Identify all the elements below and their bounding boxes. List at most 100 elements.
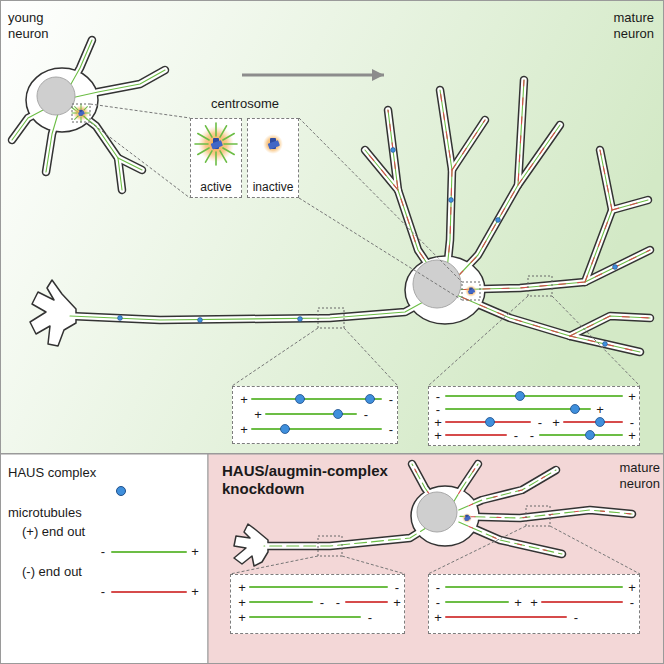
end-sign: - — [509, 428, 523, 444]
label-text: centrosome — [200, 96, 290, 112]
text-slot: + — [625, 389, 639, 405]
aster-rays — [72, 104, 90, 122]
knockdown-neuron-part — [417, 492, 457, 532]
text-slot: inactive — [249, 180, 297, 195]
text-slot: - — [509, 428, 523, 444]
growth-cone — [30, 280, 76, 346]
knockdown-axon-microtubules-part — [346, 601, 387, 603]
end-sign: + — [625, 580, 639, 596]
knockdown-dendrite-microtubules-part — [428, 574, 640, 634]
text-slot: young neuron — [8, 10, 64, 42]
active-centrosome — [190, 118, 242, 198]
knockdown-neuron-part — [412, 464, 632, 554]
end-sign: + — [237, 392, 251, 408]
text-slot: mature neuron — [598, 10, 654, 42]
end-sign: + — [527, 595, 541, 611]
young-neuron-part — [12, 40, 165, 190]
text-slot: + — [527, 595, 541, 611]
haus-dots-part — [571, 405, 580, 414]
text-slot: - — [384, 392, 398, 408]
text-slot: + — [235, 610, 249, 626]
microtubule-inset: +-+--++- — [230, 574, 405, 634]
haus-dots-part — [198, 318, 203, 323]
text-slot: + — [431, 610, 445, 626]
end-sign: - — [96, 584, 110, 600]
haus-dots-part — [496, 218, 501, 223]
inactive-centrosome-part — [268, 138, 280, 149]
dendrite-microtubules-part — [564, 421, 622, 423]
aster-rays-part — [223, 134, 234, 141]
microtubule-inset: -+-++-+-+--+ — [428, 386, 640, 446]
end-sign: - — [331, 595, 345, 611]
text-slot: - — [431, 580, 445, 596]
text-slot: + — [593, 402, 607, 418]
node-text: mature neuron — [598, 10, 654, 42]
knockdown-axon-microtubules-part — [250, 616, 360, 618]
node-text: inactive — [249, 180, 297, 195]
aster-rays-part — [84, 107, 88, 111]
end-sign: + — [431, 428, 445, 444]
end-sign: - — [390, 580, 404, 596]
end-sign: - — [431, 595, 445, 611]
knockdown-panel-ground — [208, 454, 664, 664]
aster-rays-part — [72, 113, 77, 114]
text-slot: - — [96, 584, 110, 600]
mature-neuron-part — [468, 287, 475, 294]
aster-rays-part — [215, 152, 217, 165]
zoom-leader — [428, 526, 526, 574]
axon-microtubules-part — [252, 398, 381, 400]
text-slot: - — [384, 422, 398, 438]
node-text: mature neuron — [604, 460, 660, 492]
haus-dots — [118, 148, 618, 347]
text-slot: microtubules — [8, 505, 128, 521]
haus-dots-part — [516, 392, 525, 401]
dendrite-microtubules — [428, 386, 640, 446]
haus-dots — [486, 392, 605, 440]
zoom-leader — [90, 104, 190, 118]
centrosome-inset: inactive — [247, 118, 299, 198]
inactive-centrosome-part — [263, 134, 283, 154]
axon-microtubules-part — [232, 386, 398, 444]
label-text: microtubules — [8, 505, 128, 521]
text-slot: + — [237, 422, 251, 438]
knockdown-neuron-part — [264, 516, 445, 546]
aster-rays-part — [223, 148, 234, 155]
knockdown-axon-microtubules-part — [250, 586, 387, 588]
text-slot: - — [390, 580, 404, 596]
text-slot: + — [625, 428, 639, 444]
text-slot: - — [331, 595, 345, 611]
aster-rays-part — [206, 126, 213, 137]
haus-dots-part — [596, 418, 605, 427]
legend-panel — [1, 454, 209, 664]
knockdown-dendrite-microtubules-part — [446, 616, 566, 618]
knockdown-neuron-part — [412, 464, 632, 554]
active-centrosome-part — [211, 138, 223, 149]
dendrite-microtubules-part — [446, 408, 590, 410]
axon-microtubules — [232, 386, 398, 444]
haus-dots-part — [586, 431, 595, 440]
microtubule-inset: +-+-+- — [232, 386, 398, 444]
aster-rays-part — [75, 116, 79, 120]
young-neuron-part — [12, 40, 165, 190]
aster-rays-part — [215, 123, 217, 136]
microtubule-inset: -+-++-+- — [428, 574, 640, 634]
end-sign: - — [96, 544, 110, 560]
aster-rays-part — [75, 107, 79, 111]
zoom-leader — [428, 296, 528, 386]
text-slot: active — [192, 180, 240, 195]
end-sign: + — [235, 580, 249, 596]
end-sign: + — [511, 595, 525, 611]
text-slot: - — [625, 595, 639, 611]
haus-dots-part — [603, 342, 608, 347]
mature-neuron-part — [365, 80, 650, 352]
end-sign: + — [593, 402, 607, 418]
text-slot: + — [188, 584, 202, 600]
aster-rays-part — [195, 143, 208, 145]
centrosome-inset: active — [190, 118, 242, 198]
text-slot: HAUS/augmin-complex knockdown — [222, 462, 412, 498]
zoom-leader — [90, 122, 190, 198]
region-label: young neuron — [6, 6, 242, 110]
inactive-centrosome-part — [247, 118, 299, 198]
haus-dots-part — [298, 317, 303, 322]
